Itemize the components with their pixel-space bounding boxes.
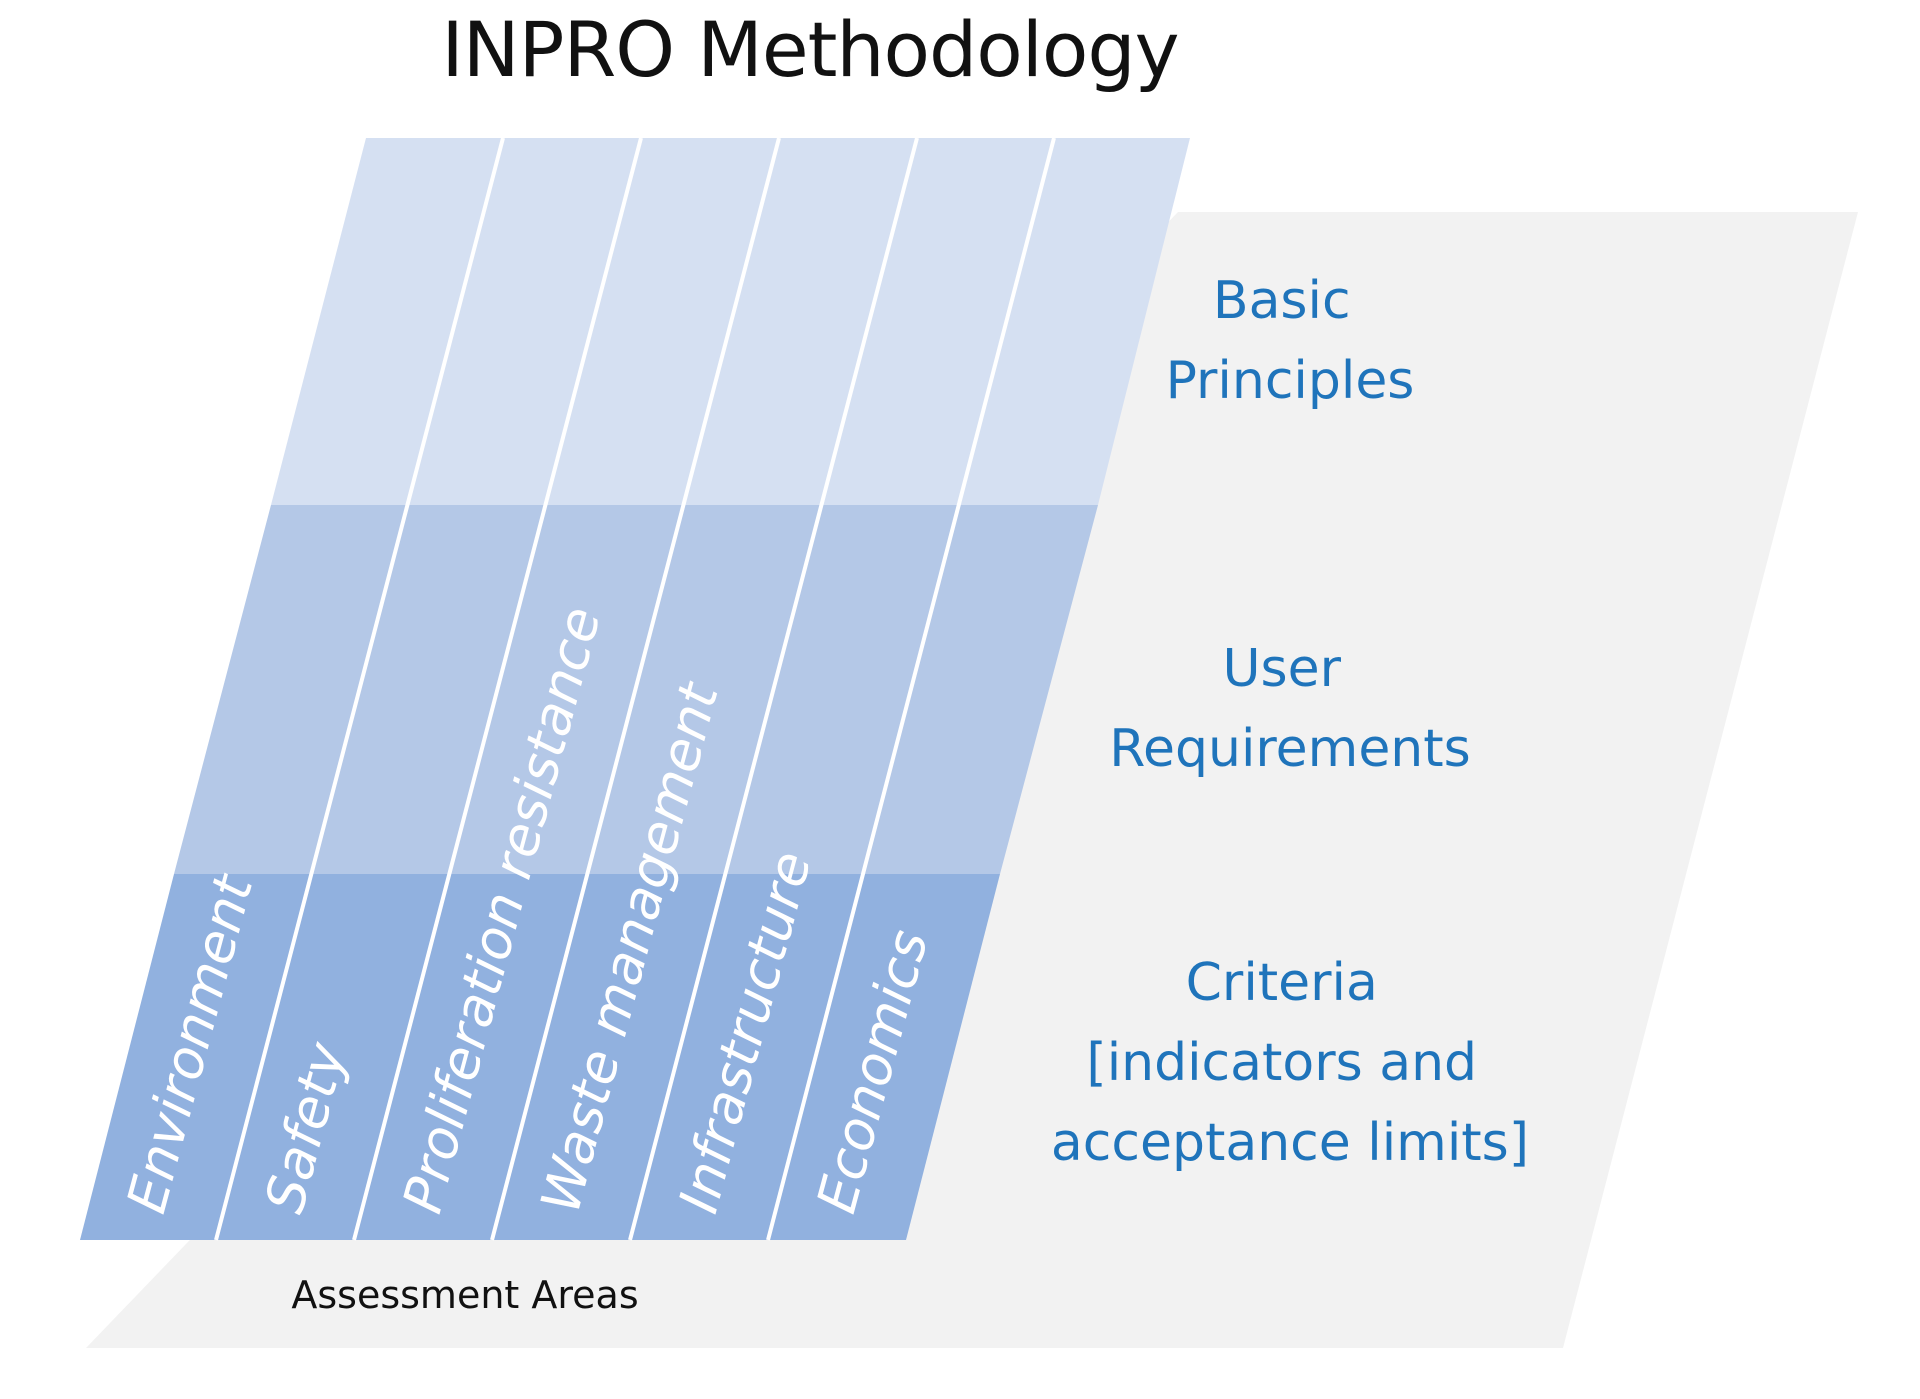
column-divider [490,137,781,1241]
level-label-criteria: Criteria [indicators and acceptance limi… [1051,953,1529,1173]
column-divider [766,137,1056,1241]
level-label-line: Principles [1166,351,1415,411]
level-label-line: User [1222,639,1341,699]
level-label-line: acceptance limits] [1051,1113,1529,1173]
assessment-areas-label: Assessment Areas [291,1273,638,1317]
column-divider [628,137,919,1241]
column-dividers [214,137,1056,1241]
column-divider [352,137,643,1241]
level-label-basic-principles: Basic Principles [1166,271,1415,411]
column-divider [214,137,505,1241]
diagram-title: INPRO Methodology [441,5,1179,94]
level-labels: Basic Principles User Requirements Crite… [1051,271,1529,1173]
level-label-line: Basic [1213,271,1351,331]
level-label-line: Criteria [1186,953,1378,1013]
level-label-user-requirements: User Requirements [1109,639,1471,779]
level-label-line: [indicators and [1086,1033,1477,1093]
level-label-line: Requirements [1109,719,1471,779]
